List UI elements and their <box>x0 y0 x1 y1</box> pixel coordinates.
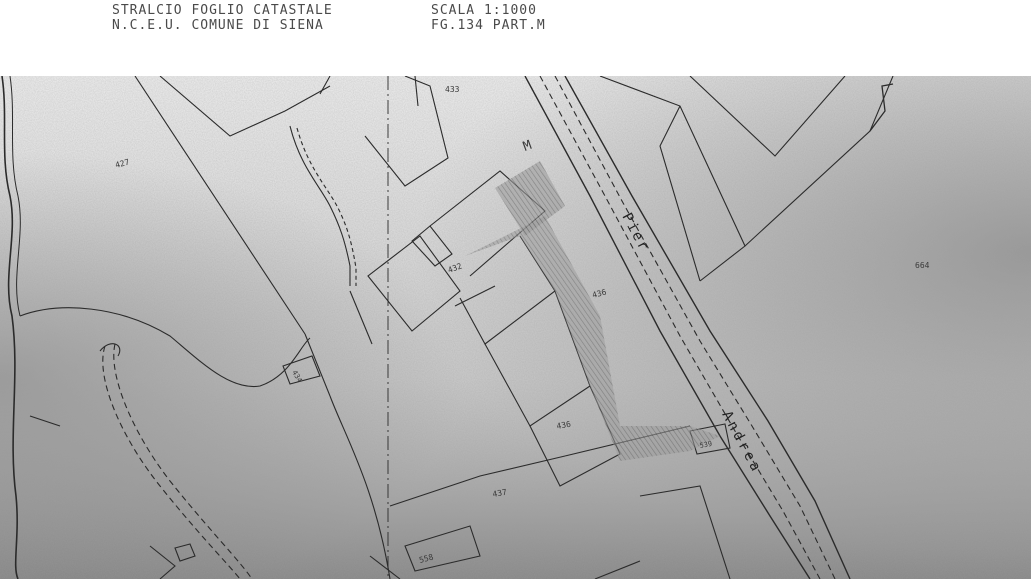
photocopy-noise <box>0 76 1031 579</box>
parcel-558: 558 <box>418 552 434 564</box>
hatched-parcel-strip <box>465 216 720 461</box>
parcel-437: 437 <box>492 488 508 499</box>
parcel-433: 433 <box>445 85 460 94</box>
parcel-lines <box>1 76 894 579</box>
sheet-title: STRALCIO FOGLIO CATASTALE <box>112 3 333 18</box>
parcel-436-upper: 436 <box>591 287 607 299</box>
parcel-539: 539 <box>699 440 713 450</box>
map-scale: SCALA 1:1000 <box>431 3 537 18</box>
parcel-427: 427 <box>114 157 130 169</box>
sheet-parcel-ref: FG.134 PART.M <box>431 18 546 33</box>
cadastral-map: M 433 427 432 436 434 436 437 664 539 55… <box>0 76 1031 579</box>
map-header: STRALCIO FOGLIO CATASTALE N.C.E.U. COMUN… <box>0 0 1031 76</box>
parcel-436-lower: 436 <box>556 420 572 431</box>
parcel-664: 664 <box>915 261 930 270</box>
hatched-parcel-m <box>495 161 565 236</box>
registry-municipality: N.C.E.U. COMUNE DI SIENA <box>112 18 324 33</box>
map-drawing: M 433 427 432 436 434 436 437 664 539 55… <box>0 76 1031 579</box>
